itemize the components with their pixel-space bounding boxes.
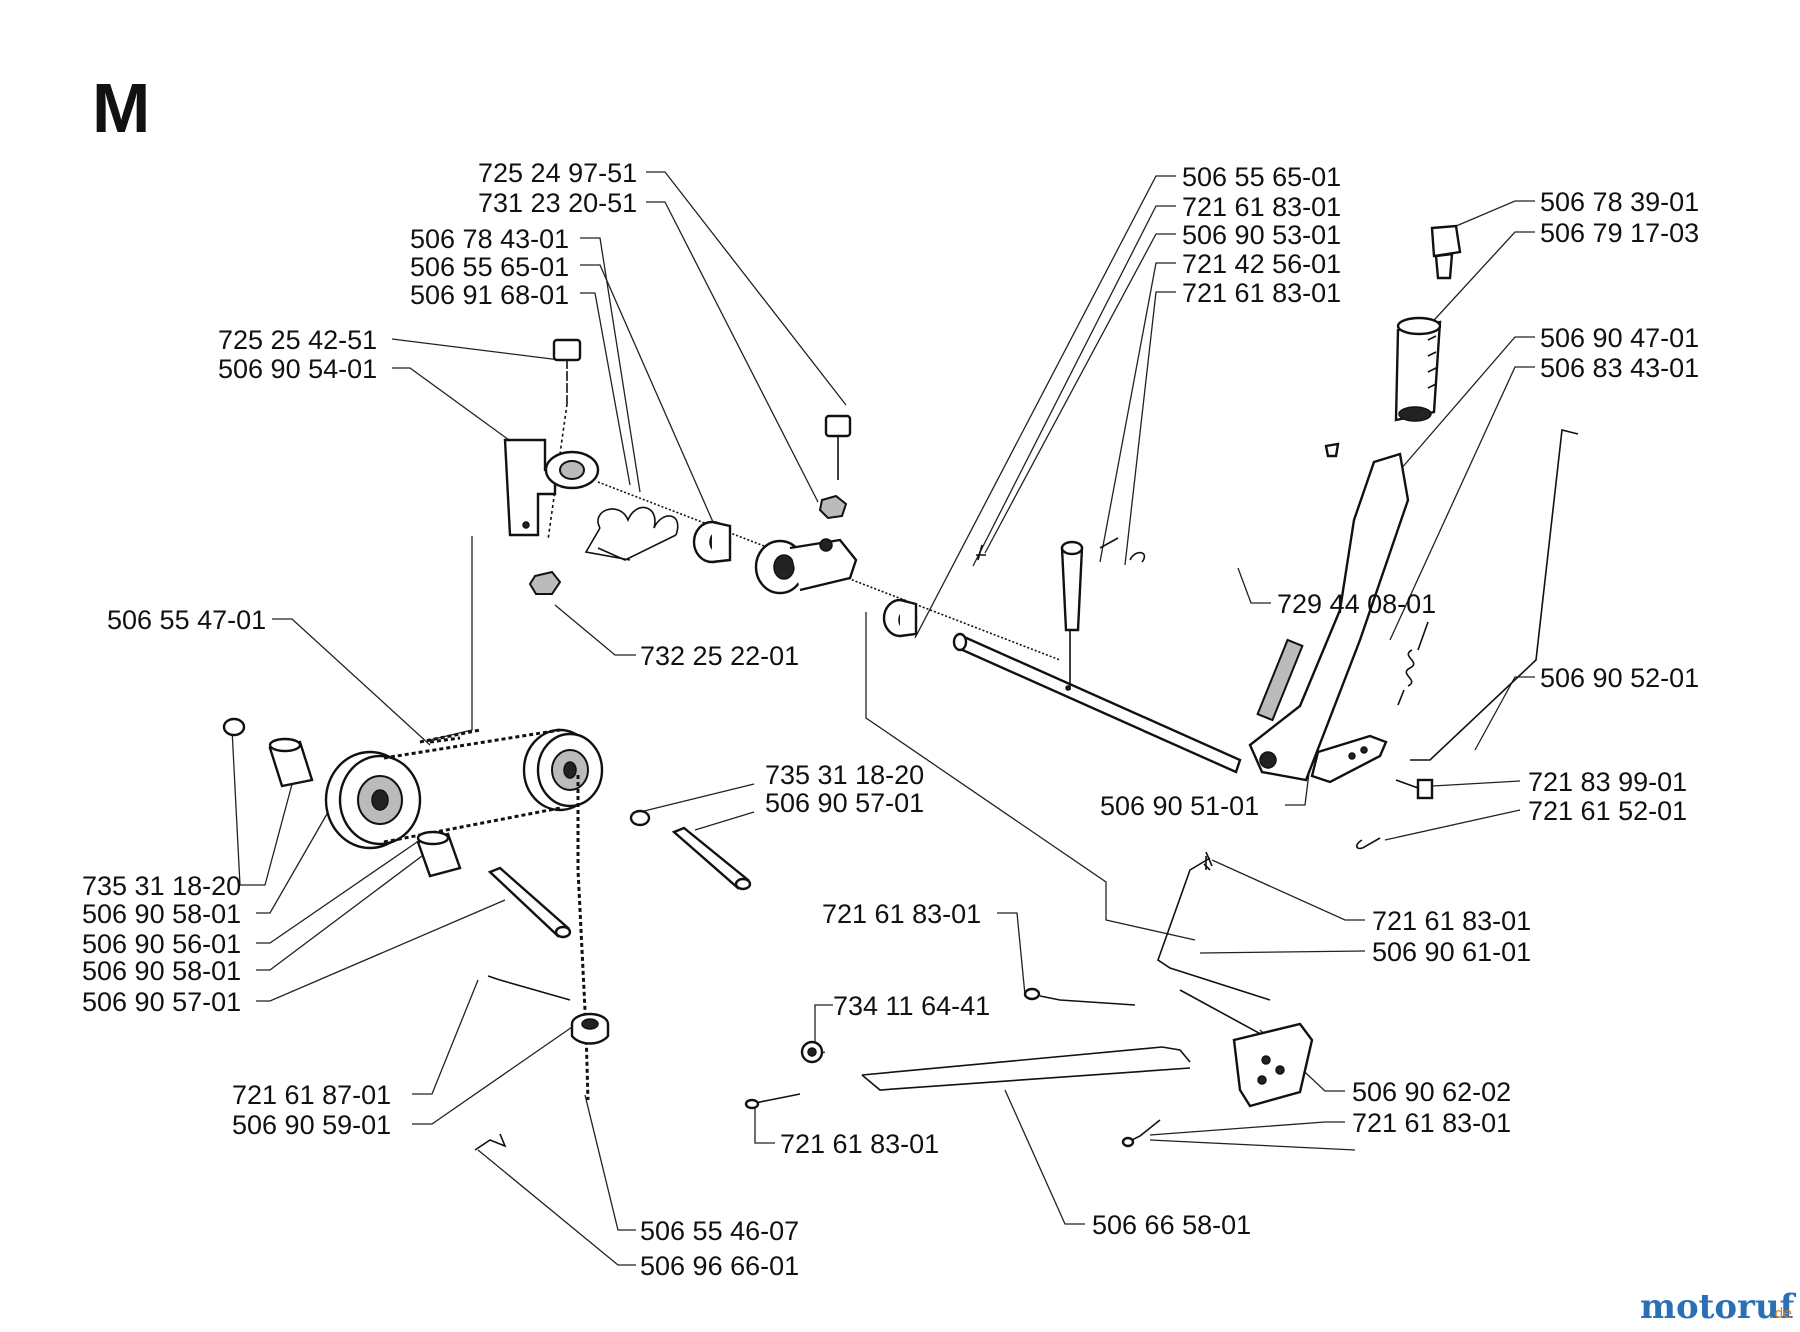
- part-number-label: 721 61 52-01: [1528, 796, 1687, 826]
- pulley-left-drawing: [324, 750, 422, 850]
- part-number-label: 506 90 47-01: [1540, 323, 1699, 353]
- clip-drawing: [474, 1133, 507, 1151]
- part-number-label: 725 24 97-51: [478, 158, 637, 188]
- part-number-label: 721 61 83-01: [822, 899, 981, 929]
- part-number-label: 506 55 65-01: [410, 252, 569, 282]
- part-number-label: 506 90 56-01: [82, 929, 241, 959]
- part-number-label: 506 83 43-01: [1540, 353, 1699, 383]
- part-number-label: 506 55 65-01: [1182, 162, 1341, 192]
- rod-drawing: [1410, 429, 1579, 761]
- part-number-label: 732 25 22-01: [640, 641, 799, 671]
- part-number-label: 734 11 64-41: [833, 991, 990, 1021]
- plate-drawing: [1310, 734, 1388, 784]
- bolt-2-drawing: [818, 414, 852, 520]
- part-number-label: 506 78 39-01: [1540, 187, 1699, 217]
- bellcrank-drawing: [1157, 851, 1314, 1108]
- handle-grip-drawing: [1394, 316, 1442, 422]
- labels-left: 725 24 97-51 731 23 20-51 506 78 43-01 5…: [82, 158, 924, 1281]
- part-number-label: 729 44 08-01: [1277, 589, 1436, 619]
- part-number-label: 721 61 83-01: [1352, 1108, 1511, 1138]
- watermark-logo: motoruf .de: [1640, 1287, 1797, 1327]
- part-number-label: 506 90 57-01: [82, 987, 241, 1017]
- leader-lines: [231, 171, 1535, 1266]
- nut-drawing: [528, 570, 562, 595]
- part-number-label: 506 90 59-01: [232, 1110, 391, 1140]
- bolt-drawing: [552, 338, 582, 404]
- section-letter: M: [92, 69, 150, 147]
- part-number-label: 506 55 47-01: [107, 605, 266, 635]
- part-number-label: 721 61 83-01: [780, 1129, 939, 1159]
- bushing-drawing: [692, 520, 732, 564]
- part-number-label: 721 42 56-01: [1182, 249, 1341, 279]
- pivot-arm-drawing: [754, 538, 858, 595]
- part-number-label: 506 90 57-01: [765, 788, 924, 818]
- part-number-label: 506 90 54-01: [218, 354, 377, 384]
- pulley-right-drawing: [522, 728, 604, 812]
- shaft-drawing: [952, 575, 1242, 774]
- part-number-label: 506 90 52-01: [1540, 663, 1699, 693]
- pin-2-drawing: [671, 826, 752, 891]
- part-number-label: 735 31 18-20: [82, 871, 241, 901]
- part-number-label: 506 55 46-07: [640, 1216, 799, 1246]
- pin-long-drawing: [487, 866, 572, 939]
- part-number-label: 735 31 18-20: [765, 760, 924, 790]
- washer-drawing: [222, 717, 246, 737]
- spacer-2-drawing: [416, 830, 462, 878]
- part-number-label: 506 79 17-03: [1540, 218, 1699, 248]
- pin-3-drawing: [487, 975, 571, 1001]
- pin-drawing: [976, 544, 986, 561]
- cotter-drawing: [1355, 837, 1381, 850]
- part-number-label: 506 90 58-01: [82, 956, 241, 986]
- part-number-label: 721 61 83-01: [1182, 278, 1341, 308]
- part-number-label: 506 66 58-01: [1092, 1210, 1251, 1240]
- clevis-pin-drawing: [1060, 540, 1084, 632]
- washer-2-drawing: [629, 809, 651, 827]
- part-number-label: 506 90 61-01: [1372, 937, 1531, 967]
- watermark-tld: .de: [1770, 1306, 1792, 1322]
- bracket-drawing: [503, 438, 600, 537]
- part-number-label: 506 90 58-01: [82, 899, 241, 929]
- collar-drawing: [570, 1012, 610, 1045]
- part-number-label: 506 91 68-01: [410, 280, 569, 310]
- spring-drawing: [584, 506, 679, 561]
- rod-2-drawing: [861, 1046, 1191, 1076]
- watermark-brand: motoruf: [1640, 1287, 1797, 1327]
- screw-drawing: [1324, 442, 1340, 458]
- part-number-label: 506 90 53-01: [1182, 220, 1341, 250]
- labels-right: 506 55 65-01 721 61 83-01 506 90 53-01 7…: [780, 162, 1699, 1240]
- part-number-label: 721 61 83-01: [1182, 192, 1341, 222]
- washer-3-drawing: [800, 1040, 824, 1064]
- part-number-label: 731 23 20-51: [478, 188, 637, 218]
- part-number-label: 721 61 83-01: [1372, 906, 1531, 936]
- part-number-label: 721 83 99-01: [1528, 767, 1687, 797]
- bolt-3-drawing: [1395, 778, 1434, 800]
- part-number-label: 721 61 87-01: [232, 1080, 391, 1110]
- spring-2-drawing: [1397, 621, 1429, 706]
- part-number-label: 506 78 43-01: [410, 224, 569, 254]
- part-number-label: 506 90 51-01: [1100, 791, 1259, 821]
- bushing-2-drawing: [882, 598, 918, 638]
- spacer-drawing: [268, 737, 314, 788]
- part-number-label: 506 96 66-01: [640, 1251, 799, 1281]
- part-number-label: 725 25 42-51: [218, 325, 377, 355]
- lever-drawing: [1248, 452, 1410, 782]
- grip-knob-drawing: [1430, 224, 1462, 280]
- parts-artwork: [222, 224, 1579, 1151]
- part-number-label: 506 90 62-02: [1352, 1077, 1511, 1107]
